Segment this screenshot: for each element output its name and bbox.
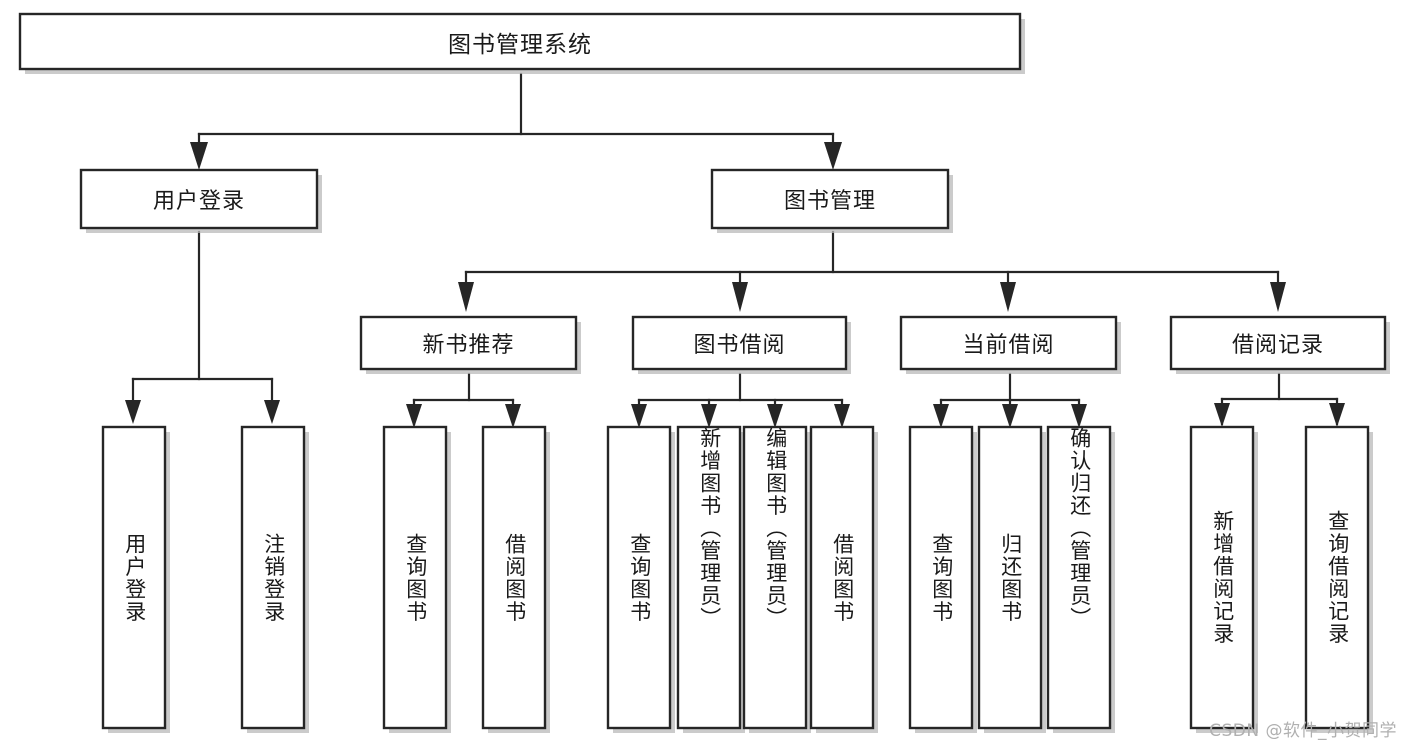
arrowhead-new-book-rec: [458, 282, 474, 312]
node-leaf-borrow-book-2[interactable]: [809, 425, 875, 730]
arrowhead-borrow-record: [1270, 282, 1286, 312]
arrowhead-leaf-confirm-return: [1071, 404, 1087, 428]
node-leaf-user-login[interactable]: [101, 425, 167, 730]
arrowhead-layer: [125, 142, 1345, 428]
node-box-layer: [18, 12, 1390, 733]
arrowhead-user-login: [190, 142, 208, 170]
arrowhead-leaf-query-record: [1329, 403, 1345, 427]
node-leaf-user-logout[interactable]: [240, 425, 306, 730]
arrowhead-leaf-query-book-1: [406, 404, 422, 428]
node-leaf-query-book-1[interactable]: [382, 425, 448, 730]
node-leaf-query-record[interactable]: [1304, 425, 1370, 730]
arrowhead-current-borrow: [1000, 282, 1016, 312]
node-current-borrow[interactable]: [899, 315, 1118, 371]
node-leaf-edit-book[interactable]: [742, 425, 808, 730]
node-book-manage[interactable]: [710, 168, 950, 230]
node-new-book-rec[interactable]: [359, 315, 578, 371]
arrowhead-leaf-edit-book: [767, 404, 783, 428]
arrowhead-book-borrow: [732, 282, 748, 312]
node-borrow-record[interactable]: [1169, 315, 1387, 371]
node-leaf-confirm-return[interactable]: [1046, 425, 1112, 730]
node-book-borrow[interactable]: [631, 315, 848, 371]
arrowhead-leaf-query-book-2: [631, 404, 647, 428]
node-leaf-return-book[interactable]: [977, 425, 1043, 730]
arrowhead-leaf-add-record: [1214, 403, 1230, 427]
node-leaf-add-record[interactable]: [1189, 425, 1255, 730]
arrowhead-leaf-add-book: [701, 404, 717, 428]
arrowhead-leaf-user-logout: [264, 400, 280, 424]
node-root[interactable]: [18, 12, 1022, 71]
node-leaf-borrow-book-1[interactable]: [481, 425, 547, 730]
node-leaf-query-book-3[interactable]: [908, 425, 974, 730]
arrowhead-leaf-query-book-3: [933, 404, 949, 428]
node-leaf-query-book-2[interactable]: [606, 425, 672, 730]
node-user-login[interactable]: [79, 168, 319, 230]
arrowhead-book-manage: [824, 142, 842, 170]
arrowhead-leaf-borrow-book-2: [834, 404, 850, 428]
arrowhead-leaf-borrow-book-1: [505, 404, 521, 428]
arrowhead-leaf-return-book: [1002, 404, 1018, 428]
arrowhead-leaf-user-login: [125, 400, 141, 424]
node-leaf-add-book[interactable]: [676, 425, 742, 730]
